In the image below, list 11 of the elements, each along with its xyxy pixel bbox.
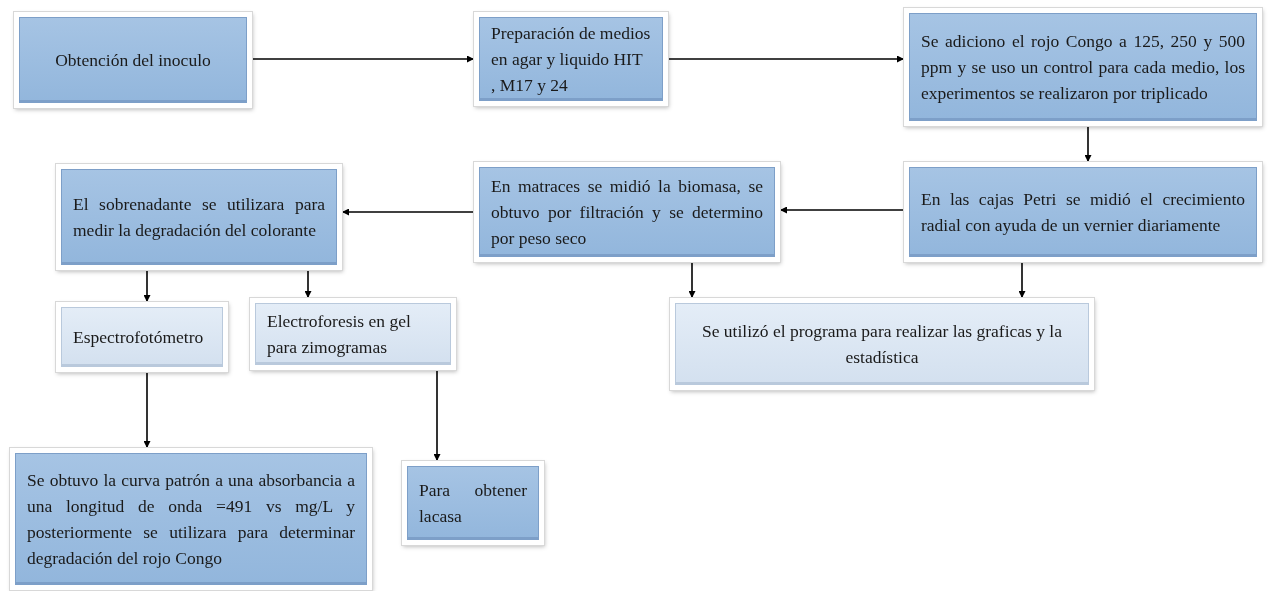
arrow xyxy=(251,55,475,63)
arrow xyxy=(667,55,905,63)
arrow xyxy=(143,269,151,303)
arrow xyxy=(688,261,696,299)
arrow xyxy=(1018,261,1026,299)
arrow xyxy=(143,371,151,449)
arrow xyxy=(304,269,312,299)
arrow xyxy=(1084,125,1092,163)
arrow xyxy=(779,206,905,214)
arrow xyxy=(341,208,475,216)
arrow xyxy=(433,369,441,462)
